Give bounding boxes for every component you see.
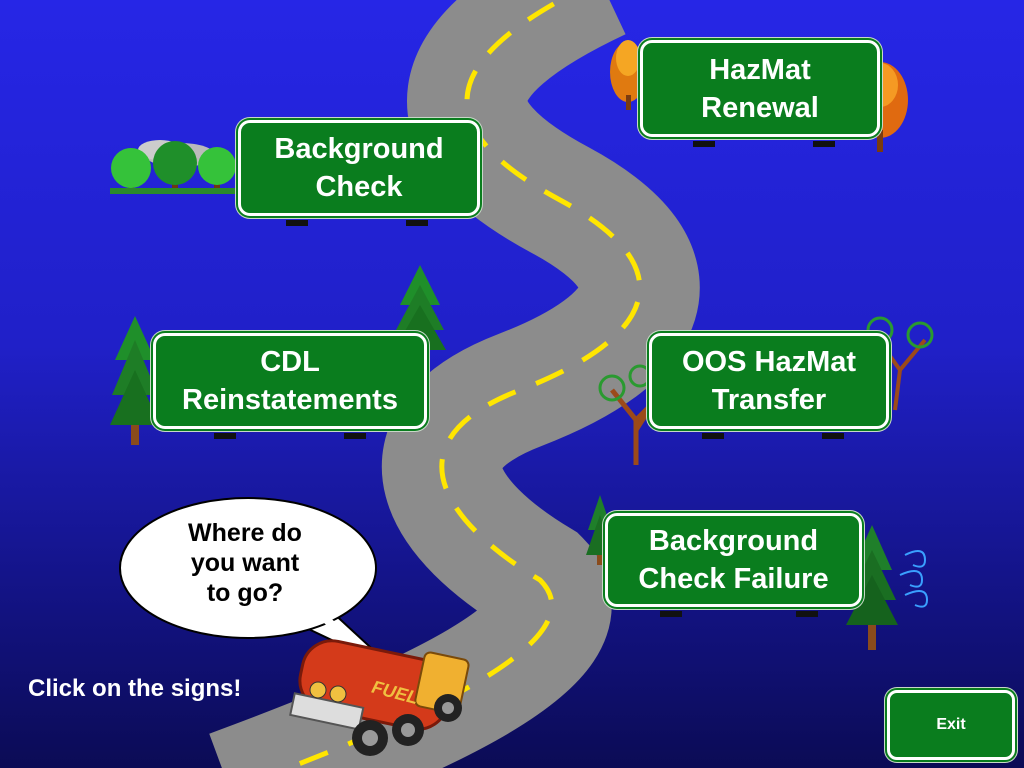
sign-post	[822, 433, 844, 439]
bubble-line: you want	[190, 549, 300, 577]
sign-line: OOS HazMat	[681, 346, 857, 378]
sign-line: HazMat	[709, 53, 811, 86]
sign-line: Renewal	[701, 91, 819, 124]
sign-post	[693, 141, 715, 147]
sign-post	[406, 220, 428, 226]
autumn-tree-icon	[610, 40, 646, 110]
sign-line: CDL	[260, 346, 320, 378]
sign-cdl-reinstatements[interactable]: CDL Reinstatements	[153, 333, 427, 439]
sign-post	[660, 611, 682, 617]
sign-post	[286, 220, 308, 226]
wind-swirl-icon	[899, 550, 929, 608]
sign-post	[813, 141, 835, 147]
speech-bubble-text: Where do you want to go?	[150, 518, 340, 608]
sign-line: Check Failure	[638, 563, 829, 595]
exit-button[interactable]: Exit	[887, 690, 1015, 760]
bubble-line: Where do	[188, 519, 302, 547]
pine-tree-icon	[110, 316, 160, 445]
fuel-truck-icon: FUEL	[289, 639, 470, 756]
sign-post	[214, 433, 236, 439]
hint-text: Click on the signs!	[28, 675, 242, 702]
sign-post	[702, 433, 724, 439]
sign-line: Check	[315, 171, 403, 203]
sign-line: Background	[274, 133, 444, 165]
sign-line: Background	[648, 525, 819, 557]
bubble-line: to go?	[206, 579, 284, 607]
sign-post	[344, 433, 366, 439]
round-trees-icon	[110, 140, 240, 194]
sign-post	[796, 611, 818, 617]
sign-line: Reinstatements	[182, 384, 398, 416]
sign-line: Transfer	[711, 384, 827, 416]
exit-label: Exit	[936, 716, 966, 733]
